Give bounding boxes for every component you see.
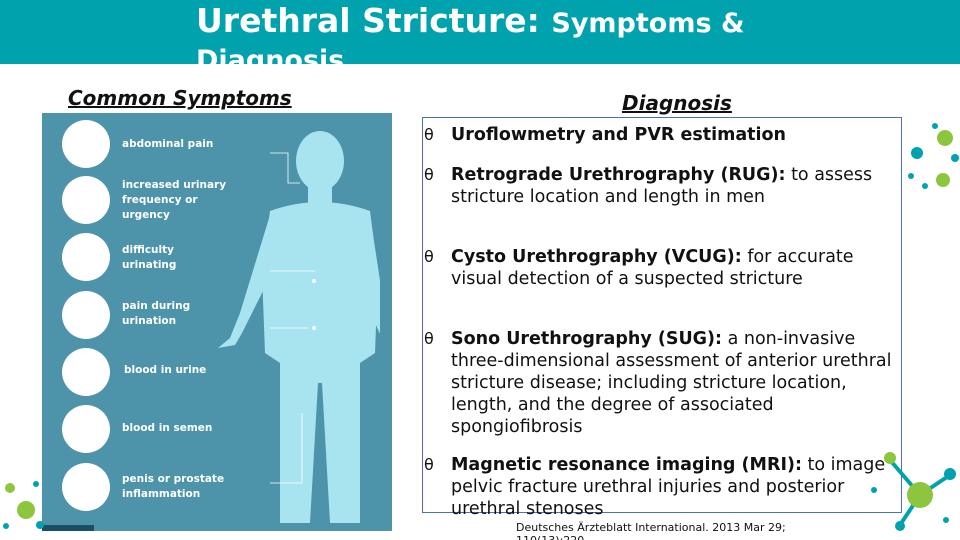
diagnosis-box [422,117,902,513]
title-main: Urethral Stricture: [196,1,552,40]
symptom-urinary-frequency: increased urinary frequency or urgency [42,176,392,226]
diagnosis-term: Sono Urethrography (SUG): [451,329,723,349]
symptom-label: blood in semen [122,422,213,434]
citation: Deutsches Ärzteblatt International. 2013… [516,521,786,540]
urinary-frequency-icon [62,176,110,224]
molecule-decoration-icon [3,481,44,529]
symptom-pain-during-urination: pain during urination [42,291,392,341]
molecule-decoration-icon [908,123,959,189]
diagnosis-desc: to assess stricture location and length … [451,165,873,207]
title-bar [0,0,960,64]
abdominal-pain-icon [62,120,110,168]
symptom-blood-in-urine: blood in urine [42,348,392,398]
bullet-icon: θ [424,165,434,184]
diagnosis-item: θ Uroflowmetry and PVR estimation [424,124,904,146]
diagnosis-term: Uroflowmetry and PVR estimation [451,125,786,145]
bullet-icon: θ [424,125,434,144]
symptom-blood-in-semen: blood in semen [42,405,392,455]
title-sub: Symptoms & Diagnosis [196,8,745,76]
diagnosis-desc: a non-invasive three-dimensional assessm… [451,329,892,437]
diagnosis-item: θ Cysto Urethrography (VCUG): for accura… [424,246,904,290]
diagnosis-header: Diagnosis [622,91,732,115]
symptoms-header: Common Symptoms [68,86,292,110]
slide-title: Urethral Stricture: Symptoms & Diagnosis [196,4,896,81]
diagnosis-desc: for accurate visual detection of a suspe… [451,247,854,289]
prostate-icon [62,463,110,511]
human-body-icon [218,131,380,523]
molecule-decoration-icon [871,452,956,531]
bullet-icon: θ [424,329,434,348]
bullet-icon: θ [424,455,434,474]
symptom-label: difficulty urinating [122,244,177,271]
symptom-inflammation: penis or prostate inflammation [42,463,392,513]
symptom-abdominal-pain: abdominal pain [42,120,392,170]
symptom-label: penis or prostate inflammation [122,473,225,500]
diagnosis-desc: to image pelvic fracture urethral injuri… [451,455,886,519]
diagnosis-item: θ Sono Urethrography (SUG): a non-invasi… [424,328,904,438]
diagnosis-item: θ Magnetic resonance imaging (MRI): to i… [424,454,904,520]
diagnosis-term: Magnetic resonance imaging (MRI): [451,455,802,475]
blood-drop-icon [62,348,110,396]
symptom-label: increased urinary frequency or urgency [122,179,227,221]
blood-semen-icon [62,405,110,453]
symptoms-poster: abdominal pain increased urinary frequen… [42,113,392,531]
diagnosis-term: Cysto Urethrography (VCUG): [451,247,742,267]
poster-footer-bar [42,525,94,531]
diagnosis-item: θ Retrograde Urethrography (RUG): to ass… [424,164,904,208]
symptom-difficulty-urinating: difficulty urinating [42,233,392,283]
symptom-label: blood in urine [124,364,207,376]
symptom-label: pain during urination [122,300,191,327]
diagnosis-term: Retrograde Urethrography (RUG): [451,165,786,185]
bullet-icon: θ [424,247,434,266]
toilet-icon [62,233,110,281]
bladder-icon [62,291,110,339]
symptom-label: abdominal pain [122,138,214,150]
